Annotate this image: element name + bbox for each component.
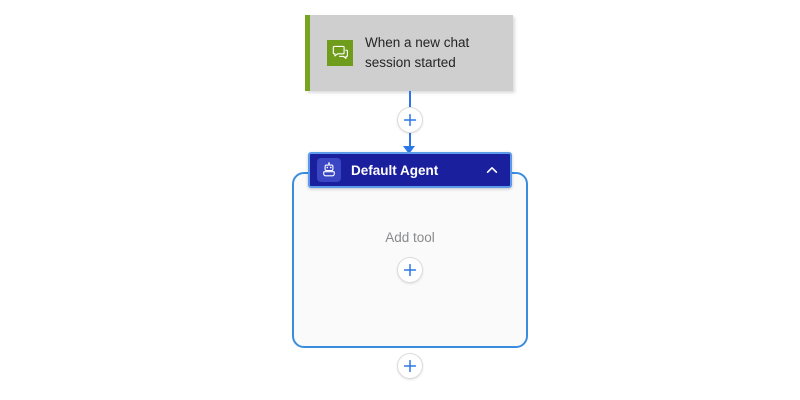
connector-line-lower <box>409 133 411 150</box>
trigger-node[interactable]: When a new chat session started <box>305 15 513 91</box>
plus-icon <box>403 263 417 277</box>
agent-body: Add tool <box>294 196 526 346</box>
trigger-label: When a new chat session started <box>365 35 470 70</box>
chat-bubbles-icon <box>327 40 353 66</box>
add-tool-label: Add tool <box>385 230 435 245</box>
plus-icon <box>403 359 417 373</box>
add-tool-button[interactable] <box>397 257 423 283</box>
add-step-button-top[interactable] <box>397 107 423 133</box>
agent-node-header[interactable]: Default Agent <box>308 152 512 188</box>
agent-title: Default Agent <box>351 162 439 178</box>
chevron-up-icon[interactable] <box>482 160 502 180</box>
trigger-accent-bar <box>305 15 310 91</box>
add-step-button-bottom[interactable] <box>397 353 423 379</box>
plus-icon <box>403 113 417 127</box>
robot-icon <box>317 158 341 182</box>
connector-arrow-icon <box>403 146 415 154</box>
connector-line-upper <box>409 91 411 107</box>
